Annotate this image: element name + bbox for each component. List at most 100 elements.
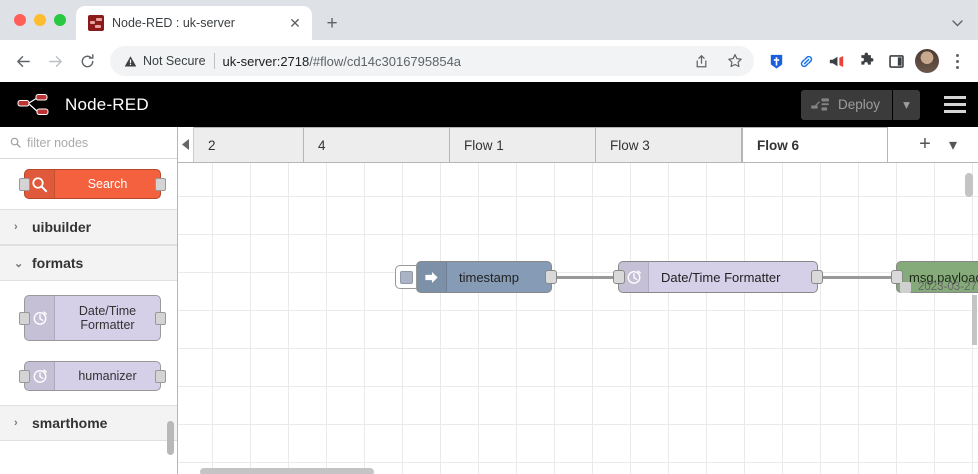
canvas-node-label: timestamp xyxy=(459,269,519,285)
link-icon[interactable] xyxy=(792,47,820,75)
node-status-text: 2023-03-27T10:12:46.986Z xyxy=(918,281,978,293)
palette-node-datetime-formatter[interactable]: Date/Time Formatter xyxy=(19,295,166,341)
palette-category-smarthome[interactable]: › smarthome xyxy=(0,405,177,441)
deploy-button[interactable]: Deploy ▾ xyxy=(800,89,920,120)
palette-category-uibuilder[interactable]: › uibuilder xyxy=(0,209,177,245)
palette-node-label: Search xyxy=(87,176,128,191)
forward-icon[interactable] xyxy=(40,46,70,76)
node-palette: Search › uibuilder ⌄ formats Date/Time xyxy=(0,127,188,474)
chevron-right-icon: › xyxy=(14,417,18,429)
canvas-node-datetime-formatter[interactable]: Date/Time Formatter xyxy=(613,261,823,293)
security-status[interactable]: Not Secure xyxy=(124,54,206,68)
palette-node-input-port xyxy=(19,312,30,325)
palette-featured-group: Search xyxy=(0,159,177,209)
flow-canvas[interactable]: timestamp Date/Time Formatter msg.payloa… xyxy=(178,163,978,474)
add-flow-button[interactable]: + xyxy=(919,133,931,155)
flow-tabbar: 2 4 Flow 1 Flow 3 Flow 6 + ▾ xyxy=(178,127,978,163)
new-tab-button[interactable]: + xyxy=(326,12,338,34)
bookmark-star-icon[interactable] xyxy=(722,48,748,74)
palette-category-formats[interactable]: ⌄ formats xyxy=(0,245,177,281)
puzzle-piece-icon[interactable] xyxy=(852,47,880,75)
node-red-logo-icon xyxy=(17,93,49,115)
flow-tab-flow-6[interactable]: Flow 6 xyxy=(742,127,888,162)
palette-node-input-port xyxy=(19,178,30,191)
canvas-area: 2 4 Flow 1 Flow 3 Flow 6 + ▾ t xyxy=(178,127,978,474)
palette-node-output-port xyxy=(155,178,166,191)
deploy-button-main[interactable]: Deploy xyxy=(801,90,892,120)
share-icon[interactable] xyxy=(688,48,714,74)
canvas-outer-scrollbar[interactable] xyxy=(972,295,977,345)
flow-tab-2[interactable]: 2 xyxy=(194,127,304,162)
sidebar-panel-icon[interactable] xyxy=(882,47,910,75)
kebab-menu-icon[interactable] xyxy=(944,47,970,75)
clock-icon xyxy=(619,262,649,292)
palette-category-label: uibuilder xyxy=(32,219,92,235)
chevron-down-icon[interactable] xyxy=(942,6,972,40)
url-path: /#flow/cd14c3016795854a xyxy=(309,53,462,69)
palette-filter-input[interactable] xyxy=(27,135,188,150)
node-input-port[interactable] xyxy=(891,270,903,284)
deploy-label: Deploy xyxy=(837,97,880,112)
url-host: uk-server:2718 xyxy=(222,53,310,69)
browser-chrome: Node-RED : uk-server ✕ + Not Secure uk-s… xyxy=(0,0,978,82)
palette-node-output-port xyxy=(155,370,166,383)
deploy-icon xyxy=(811,98,829,111)
palette-filter[interactable] xyxy=(0,127,188,159)
palette-node-output-port xyxy=(155,312,166,325)
status-dot-icon xyxy=(900,281,911,293)
node-input-port[interactable] xyxy=(613,270,625,284)
palette-category-label: formats xyxy=(32,255,84,271)
chevron-down-icon: ⌄ xyxy=(14,257,24,270)
reload-icon[interactable] xyxy=(72,46,102,76)
chevron-right-icon: › xyxy=(14,221,18,233)
clock-icon xyxy=(25,296,55,340)
browser-tab-title: Node-RED : uk-server xyxy=(112,16,235,30)
nodered-header: Node-RED Deploy ▾ xyxy=(0,82,978,127)
maximize-window-button[interactable] xyxy=(54,14,66,26)
shield-icon[interactable] xyxy=(762,47,790,75)
search-icon xyxy=(10,137,21,148)
flow-tab-list: 2 4 Flow 1 Flow 3 Flow 6 xyxy=(194,127,896,162)
window-controls xyxy=(10,0,76,40)
palette-scrollbar[interactable] xyxy=(167,421,174,455)
close-window-button[interactable] xyxy=(14,14,26,26)
node-status-debug: 2023-03-27T10:12:46.986Z xyxy=(900,281,978,293)
user-avatar[interactable] xyxy=(915,49,939,73)
security-label: Not Secure xyxy=(143,54,206,68)
main-menu-icon[interactable] xyxy=(932,82,978,127)
browser-tabstrip: Node-RED : uk-server ✕ + xyxy=(0,0,978,40)
address-bar[interactable]: Not Secure uk-server:2718/#flow/cd14c301… xyxy=(110,46,754,76)
canvas-horizontal-scrollbar[interactable] xyxy=(200,468,374,474)
wire-inject-to-formatter[interactable] xyxy=(546,276,624,279)
omnibox-divider xyxy=(213,53,215,69)
browser-toolbar: Not Secure uk-server:2718/#flow/cd14c301… xyxy=(0,40,978,82)
flow-tab-4[interactable]: 4 xyxy=(304,127,450,162)
deploy-dropdown-caret-icon[interactable]: ▾ xyxy=(892,89,920,120)
flow-tabbar-actions: + ▾ xyxy=(896,127,978,162)
nodered-logo: Node-RED xyxy=(16,92,149,118)
flow-tab-flow-3[interactable]: Flow 3 xyxy=(596,127,742,162)
arrow-right-icon xyxy=(417,262,447,292)
megaphone-icon[interactable] xyxy=(822,47,850,75)
inject-trigger-button[interactable] xyxy=(395,265,417,289)
canvas-node-inject[interactable]: timestamp xyxy=(395,261,557,293)
workspace: Search › uibuilder ⌄ formats Date/Time xyxy=(0,127,978,474)
node-output-port[interactable] xyxy=(811,270,823,284)
wire-formatter-to-debug[interactable] xyxy=(812,276,902,279)
tab-scroll-left-icon[interactable] xyxy=(178,127,194,162)
canvas-node-label: Date/Time Formatter xyxy=(661,269,781,285)
palette-node-input-port xyxy=(19,370,30,383)
flow-list-menu-icon[interactable]: ▾ xyxy=(948,136,958,154)
minimize-window-button[interactable] xyxy=(34,14,46,26)
palette-node-label: humanizer xyxy=(78,368,137,383)
flow-tab-flow-1[interactable]: Flow 1 xyxy=(450,127,596,162)
close-icon[interactable]: ✕ xyxy=(289,15,301,31)
browser-tab[interactable]: Node-RED : uk-server ✕ xyxy=(76,6,312,40)
nodered-brand-label: Node-RED xyxy=(65,94,149,114)
node-output-port[interactable] xyxy=(545,270,557,284)
back-icon[interactable] xyxy=(8,46,38,76)
canvas-vertical-scrollbar[interactable] xyxy=(965,173,973,197)
node-red-favicon-icon xyxy=(88,15,104,31)
palette-node-search[interactable]: Search xyxy=(19,169,166,199)
palette-node-humanizer[interactable]: humanizer xyxy=(19,361,166,391)
